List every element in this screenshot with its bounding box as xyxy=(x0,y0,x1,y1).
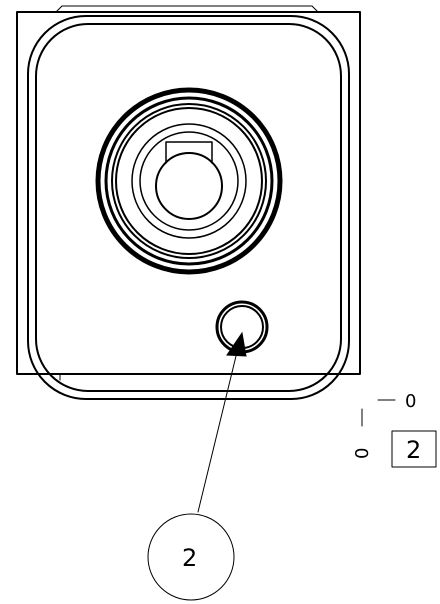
lens-ring-3 xyxy=(111,103,267,259)
lens-ring-4 xyxy=(115,107,263,255)
lens-ring-6 xyxy=(139,131,239,231)
lens-ring-5 xyxy=(131,123,247,239)
lens-key-slot xyxy=(165,141,213,164)
lens-assembly xyxy=(95,87,283,275)
face-outer-outline xyxy=(27,15,350,400)
face-inner-outline xyxy=(35,23,342,392)
balloon-callout: 2 xyxy=(147,513,235,601)
lens-ring-outer xyxy=(95,87,283,275)
tolerance-box xyxy=(391,430,437,468)
balloon-circle xyxy=(147,513,235,601)
leader-line xyxy=(197,351,238,513)
front-face xyxy=(27,15,350,400)
tolerance-top-value: 0 xyxy=(405,391,416,412)
housing xyxy=(16,5,361,381)
leader xyxy=(197,331,247,513)
housing-top-edge-right xyxy=(311,5,319,13)
tolerance-notes: 0 0 2 xyxy=(352,391,437,468)
leader-arrowhead-icon xyxy=(226,331,247,357)
lens-center-circle xyxy=(155,152,223,220)
housing-top-edge-left xyxy=(55,5,63,13)
balloon-label: 2 xyxy=(182,544,197,572)
lens-ring-2 xyxy=(104,96,274,266)
tolerance-box-value: 2 xyxy=(406,436,421,464)
housing-outer-frame xyxy=(16,11,361,375)
tolerance-side-value: 0 xyxy=(352,448,373,459)
